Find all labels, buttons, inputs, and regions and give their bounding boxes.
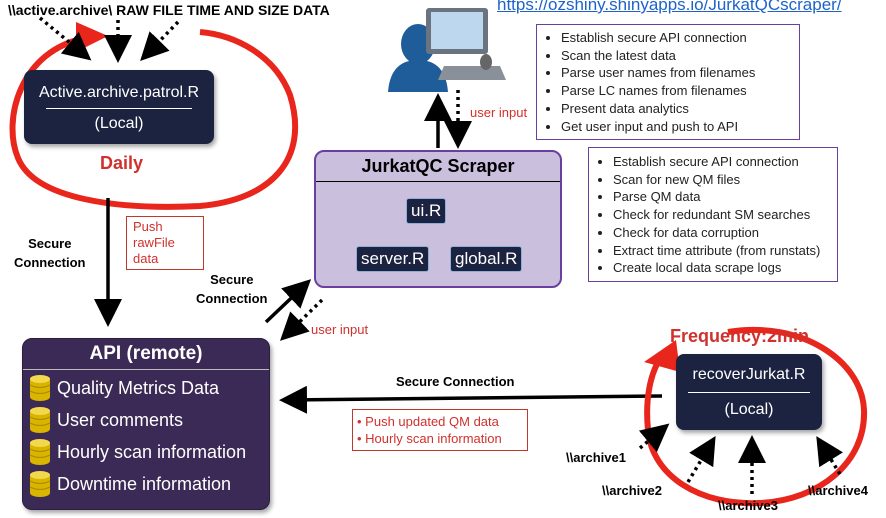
recover-subtitle: (Local) bbox=[724, 401, 774, 418]
app-task-item: Establish secure API connection bbox=[561, 29, 793, 47]
scraper-title-divider bbox=[316, 181, 560, 182]
database-icon bbox=[29, 471, 51, 497]
shiny-app-task-list: Establish secure API connection Scan the… bbox=[536, 24, 800, 140]
scraper-title: JurkatQC Scraper bbox=[361, 156, 515, 176]
api-item-label: Quality Metrics Data bbox=[57, 377, 220, 398]
database-icon bbox=[29, 407, 51, 433]
push-update-item: • Hourly scan information bbox=[357, 431, 502, 446]
push-updates-note: • Push updated QM data • Hourly scan inf… bbox=[352, 409, 528, 451]
database-icon bbox=[29, 439, 51, 465]
user-input-label-top: user input bbox=[470, 105, 528, 120]
scraper-task-item: Check for redundant SM searches bbox=[613, 206, 831, 224]
api-item: User comments bbox=[23, 404, 269, 436]
scraper-task-item: Create local data scrape logs bbox=[613, 259, 831, 277]
archive2-arrow bbox=[686, 435, 716, 483]
daily-label: Daily bbox=[100, 153, 144, 173]
ui-r-file: ui.R bbox=[406, 198, 447, 224]
patrol-divider bbox=[46, 108, 192, 109]
app-task-item: Present data analytics bbox=[561, 100, 793, 118]
scraper-task-item: Check for data corruption bbox=[613, 224, 831, 242]
archive1-arrow bbox=[638, 423, 670, 453]
archive3-label: \\archive3 bbox=[718, 498, 778, 513]
api-item: Quality Metrics Data bbox=[23, 372, 269, 404]
user-computer-icon bbox=[388, 8, 506, 92]
recover-to-api-arrow bbox=[279, 385, 663, 414]
global-r-file: global.R bbox=[450, 246, 523, 272]
archive1-label: \\archive1 bbox=[566, 450, 626, 465]
patrol-subtitle: (Local) bbox=[94, 115, 144, 132]
api-item-label: Downtime information bbox=[57, 473, 232, 494]
app-task-item: Parse LC names from filenames bbox=[561, 82, 793, 100]
patrol-title: Active.archive.patrol.R bbox=[38, 84, 200, 101]
daily-cycle-ring bbox=[9, 29, 298, 210]
raw-input-arrow-left bbox=[38, 16, 92, 61]
user-input-label-bottom: user input bbox=[311, 322, 369, 337]
recover-title: recoverJurkat.R bbox=[692, 366, 806, 383]
app-task-item: Parse user names from filenames bbox=[561, 64, 793, 82]
api-item: Downtime information bbox=[23, 468, 269, 500]
scraper-task-item: Parse QM data bbox=[613, 188, 831, 206]
push-update-item: • Push updated QM data bbox=[357, 414, 499, 429]
source-header: \\active.archive\ RAW FILE TIME AND SIZE… bbox=[8, 2, 330, 18]
secure-connection-middle: Secure Connection bbox=[196, 272, 268, 306]
archive4-label: \\archive4 bbox=[808, 483, 868, 498]
api-title: API (remote) bbox=[89, 343, 203, 364]
api-item: Hourly scan information bbox=[23, 436, 269, 468]
archive2-label: \\archive2 bbox=[602, 483, 662, 498]
scraper-to-api-arrow bbox=[279, 298, 324, 341]
recover-box: recoverJurkat.R (Local) bbox=[676, 354, 822, 430]
secure-connection-bottom: Secure Connection bbox=[396, 374, 515, 389]
app-url-link[interactable]: https://ozshiny.shinyapps.io/JurkatQCscr… bbox=[497, 0, 842, 14]
server-r-file: server.R bbox=[356, 246, 430, 272]
frequency-cycle-arrowhead bbox=[644, 340, 680, 372]
app-task-item: Get user input and push to API bbox=[561, 118, 793, 136]
frequency-label: Frequency:2min bbox=[670, 326, 810, 346]
api-item-label: Hourly scan information bbox=[57, 441, 247, 462]
api-box: API (remote) Quality Metrics Data User c… bbox=[22, 338, 270, 510]
scraper-task-list: Establish secure API connection Scan for… bbox=[588, 147, 838, 282]
app-task-item: Scan the latest data bbox=[561, 47, 793, 65]
api-item-label: User comments bbox=[57, 409, 184, 430]
scraper-task-item: Extract time attribute (from runstats) bbox=[613, 242, 831, 260]
push-rawfile-note: Push rawFile data bbox=[126, 216, 204, 270]
scraper-task-item: Establish secure API connection bbox=[613, 153, 831, 171]
daily-cycle-arrowhead bbox=[76, 22, 108, 52]
recover-divider bbox=[688, 392, 810, 393]
api-to-scraper-arrow bbox=[264, 279, 312, 324]
patrol-box: Active.archive.patrol.R (Local) bbox=[24, 70, 214, 144]
raw-input-arrow-right bbox=[140, 20, 180, 62]
push-update-text: Hourly scan information bbox=[365, 431, 502, 446]
scraper-task-item: Scan for new QM files bbox=[613, 171, 831, 189]
push-update-text: Push updated QM data bbox=[365, 414, 499, 429]
secure-connection-left: Secure Connection bbox=[14, 236, 86, 270]
database-icon bbox=[29, 375, 51, 401]
api-title-divider bbox=[23, 369, 269, 370]
